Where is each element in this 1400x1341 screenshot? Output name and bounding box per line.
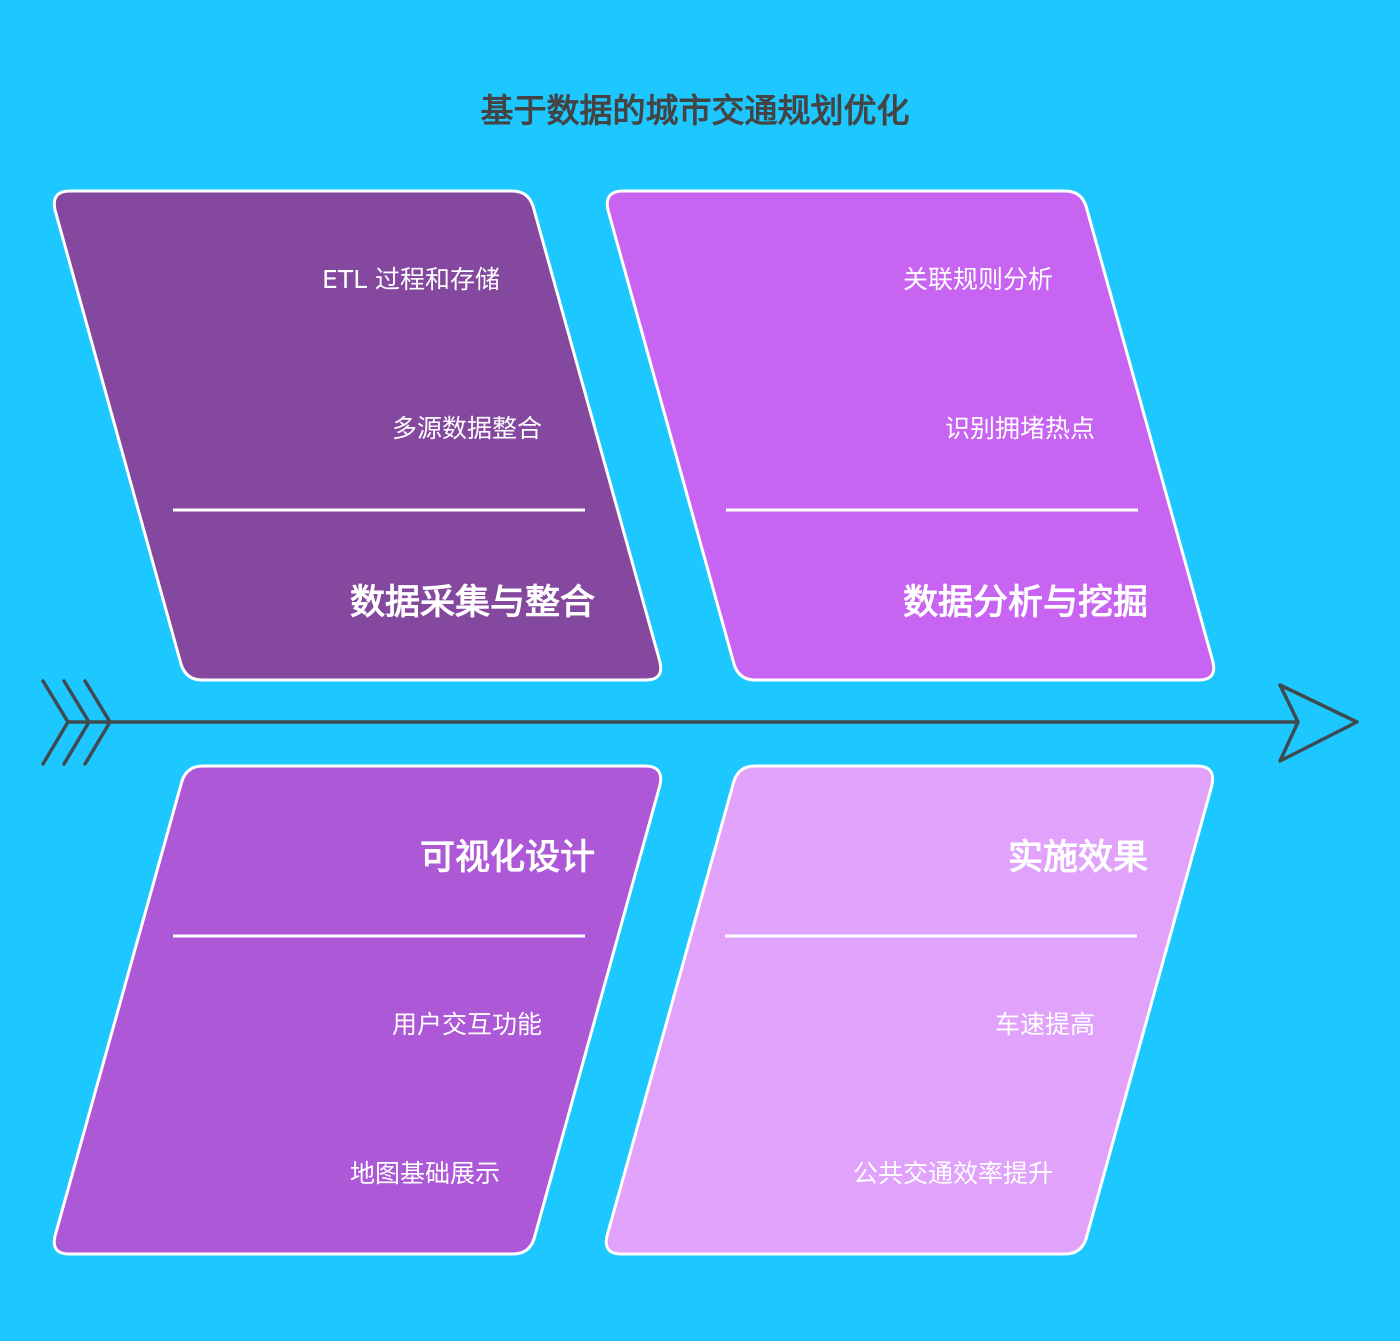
- tail-chevron-2: [62, 679, 91, 766]
- item-multisource-integration: 多源数据整合: [391, 414, 542, 443]
- tail-chevron-1: [41, 679, 70, 766]
- item-etl-storage: ETL 过程和存储: [322, 265, 500, 294]
- category-box-visualization: [52, 764, 663, 1256]
- item-congestion-hotspots: 识别拥堵热点: [944, 414, 1095, 443]
- item-user-interaction: 用户交互功能: [391, 1010, 542, 1039]
- diagram-title: 基于数据的城市交通规划优化: [480, 91, 910, 130]
- category-box-data-analysis: [605, 189, 1216, 682]
- item-transit-efficiency: 公共交通效率提升: [852, 1159, 1053, 1188]
- arrowhead-icon: [1278, 683, 1359, 763]
- heading-data-collection: 数据采集与整合: [349, 583, 595, 623]
- category-box-results: [604, 764, 1215, 1256]
- item-association-rules: 关联规则分析: [902, 265, 1053, 294]
- item-speed-increase: 车速提高: [994, 1010, 1095, 1039]
- tail-chevron-3: [83, 679, 112, 766]
- spine-arrow: [41, 679, 1359, 766]
- category-box-data-collection: [52, 189, 663, 682]
- heading-visualization: 可视化设计: [419, 838, 595, 878]
- item-map-display: 地图基础展示: [349, 1159, 500, 1188]
- heading-data-analysis: 数据分析与挖掘: [902, 583, 1148, 623]
- heading-results: 实施效果: [1007, 838, 1148, 878]
